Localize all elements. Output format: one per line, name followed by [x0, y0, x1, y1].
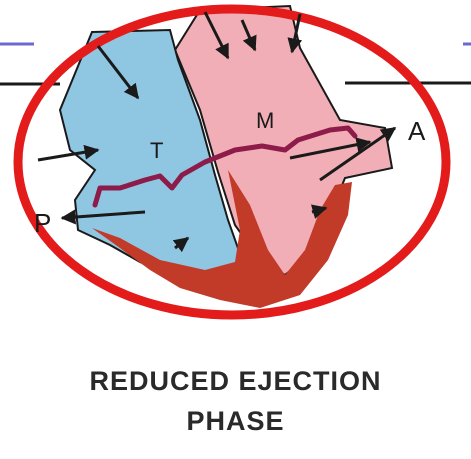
label-tricuspid: T [150, 138, 163, 163]
label-pulmonary: P [34, 208, 51, 238]
caption-line-1: REDUCED EJECTION [0, 366, 471, 397]
label-mitral: M [256, 108, 274, 133]
label-aorta: A [408, 116, 426, 146]
caption-line-2: PHASE [0, 406, 471, 437]
